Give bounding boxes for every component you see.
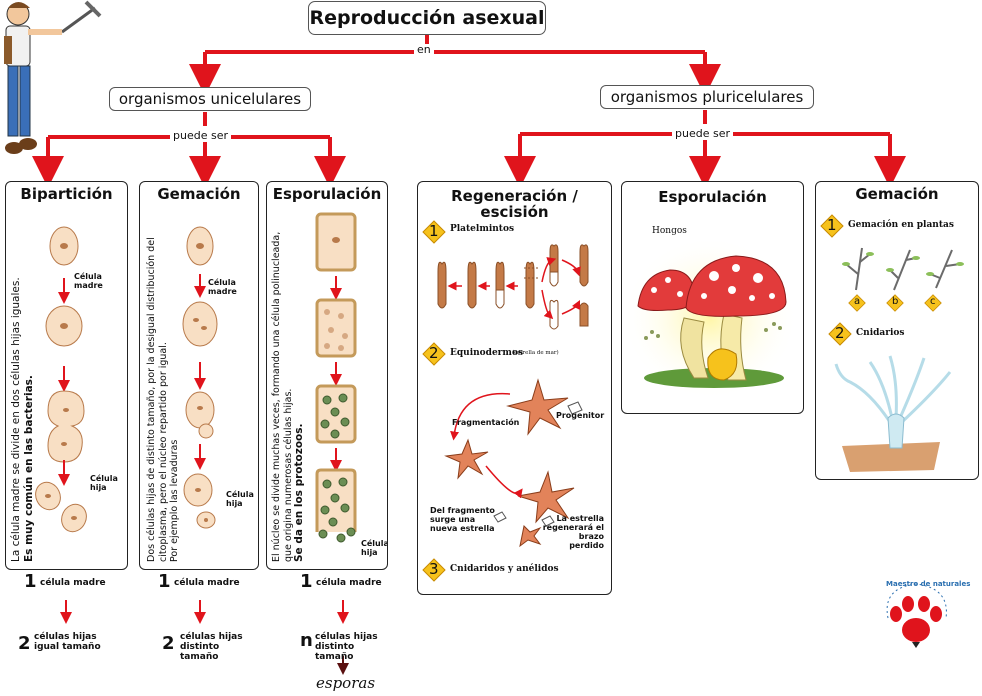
number-2-badge-icon	[422, 342, 446, 366]
gemacion-pluri-item-2-label: Cnidarios	[856, 328, 905, 338]
esporulacion-pluri-box: Esporulación Hongos	[621, 181, 804, 414]
plant-buds-illustration	[842, 247, 964, 291]
esporulacion-pluri-title: Esporulación	[658, 188, 767, 206]
unicelular-connector: puede ser	[170, 130, 231, 142]
pluricelular-label: organismos pluricelulares	[610, 88, 804, 106]
progenitor-label: Progenitor	[556, 411, 605, 420]
gemacion-uni-count-to: 2	[162, 633, 175, 654]
regeneracion-title: Regeneración / escisión	[451, 187, 578, 221]
esporulacion-uni-box: Esporulación El núcleo se divide muchas …	[266, 181, 388, 570]
pluricelular-node: organismos pluricelulares	[600, 85, 814, 109]
number-1-badge-icon	[820, 214, 844, 238]
regeneracion-item-2-label: Equinodermos	[450, 348, 524, 358]
fragmentacion-label: Fragmentación	[452, 418, 520, 427]
sublabel-c: c	[930, 296, 936, 307]
esporulacion-uni-count-from-label: célula madre	[316, 578, 382, 588]
gemacion-uni-count-to-label: células hijas distinto tamaño	[180, 632, 243, 662]
gemacion-pluri-item-2-num: 2	[835, 324, 845, 342]
regeneracion-item-2-note: (estrella de mar)	[512, 350, 559, 356]
pluricelular-connector: puede ser	[672, 128, 733, 140]
gemacion-uni-description-1: Dos células hijas de distinto tamaño, po…	[146, 237, 169, 562]
sublabel-a: a	[854, 296, 861, 307]
biparticion-title: Bipartición	[20, 185, 113, 203]
gemacion-uni-title: Gemación	[157, 185, 241, 203]
biparticion-description: La célula madre se divide en dos células…	[10, 207, 36, 562]
gemacion-pluri-item-1-label: Gemación en plantas	[848, 220, 954, 230]
platelmintos-illustration	[437, 244, 589, 330]
logo-text: Maestro de naturales	[886, 580, 971, 588]
biparticion-count-to-label: células hijas igual tamaño	[34, 632, 101, 652]
regeneracion-item-1-num: 1	[429, 222, 439, 240]
biparticion-label-madre: Célula madre	[74, 272, 103, 290]
biparticion-description-1: La célula madre se divide en dos células…	[10, 277, 22, 562]
gemacion-uni-count-from-label: célula madre	[174, 578, 240, 588]
hongos-label: Hongos	[652, 226, 687, 236]
gemacion-uni-box: Gemación Dos células hijas de distinto t…	[139, 181, 259, 570]
main-title: Reproducción asexual	[308, 1, 546, 35]
gemacion-pluri-item-1-num: 1	[827, 216, 837, 234]
esporulacion-uni-description-2: Se da en los protozoos.	[293, 423, 305, 562]
esporulacion-uni-cells	[315, 212, 357, 543]
regeneracion-item-2-num: 2	[429, 344, 439, 362]
biparticion-count-from-label: célula madre	[40, 578, 106, 588]
gemacion-uni-cells	[182, 226, 218, 529]
badge-a-icon	[848, 294, 866, 312]
badge-b-icon	[886, 294, 904, 312]
regeneracion-item-3-num: 3	[429, 560, 439, 578]
esporulacion-uni-count-to: n	[300, 630, 313, 651]
sublabel-b: b	[892, 296, 899, 307]
fragmento-label: Del fragmento surge una nueva estrella	[430, 506, 495, 533]
gemacion-uni-label-hija: Célula hija	[226, 490, 254, 508]
biparticion-label-hija: Célula hija	[90, 474, 118, 492]
gemacion-pluri-box: Gemación 1 Gemación en plantas a b c 2 C…	[815, 181, 979, 480]
number-3-badge-icon	[422, 558, 446, 582]
esporulacion-uni-count-from: 1	[300, 571, 313, 592]
esporulacion-uni-label-hija: Célula hija	[361, 539, 388, 557]
gemacion-uni-count-from: 1	[158, 571, 171, 592]
biparticion-count-from: 1	[24, 571, 37, 592]
biparticion-cells	[35, 226, 87, 533]
regeneracion-box: Regeneración / escisión 1 Platelmintos	[417, 181, 612, 595]
esporas-label: esporas	[316, 674, 376, 692]
biparticion-count-to: 2	[18, 633, 31, 654]
esporulacion-uni-count-to-label: células hijas distinto tamaño	[315, 632, 378, 662]
explorer-mascot-icon	[4, 0, 102, 154]
connector-en: en	[414, 44, 434, 56]
hydra-illustration	[834, 355, 952, 472]
esporulacion-uni-title: Esporulación	[272, 185, 382, 203]
biparticion-box: Bipartición La célula madre se divide en…	[5, 181, 128, 570]
esporulacion-uni-description-1: El núcleo se divide muchas veces, forman…	[271, 231, 294, 562]
unicelular-label: organismos unicelulares	[118, 90, 302, 108]
esporulacion-uni-description: El núcleo se divide muchas veces, forman…	[271, 217, 306, 562]
regeneracion-item-1-label: Platelmintos	[450, 224, 515, 234]
number-2-badge-icon	[828, 322, 852, 346]
badge-c-icon	[924, 294, 942, 312]
regenera-label: La estrella regenerará el brazo perdido	[542, 514, 604, 550]
main-title-text: Reproducción asexual	[309, 7, 545, 29]
gemacion-uni-label-madre: Célula madre	[208, 278, 237, 296]
unicelular-node: organismos unicelulares	[109, 87, 311, 111]
regeneracion-item-3-label: Cnidaridos y anélidos	[450, 564, 559, 574]
maestro-de-naturales-logo-icon	[886, 583, 947, 648]
mushroom-illustration	[622, 236, 798, 400]
starfish-illustration	[444, 378, 583, 548]
gemacion-pluri-title: Gemación	[855, 185, 939, 203]
number-1-badge-icon	[422, 220, 446, 244]
